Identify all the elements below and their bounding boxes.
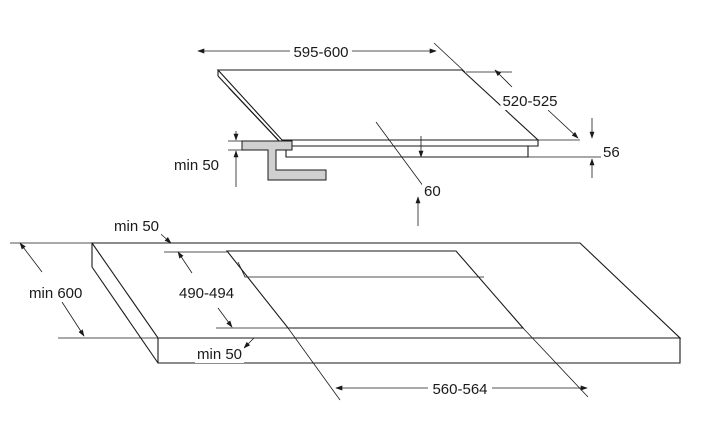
hob-glass-top [216, 69, 540, 141]
dim-hob-width: 595-600 [197, 42, 466, 73]
dim-label-cutout-width: 560-564 [432, 381, 487, 398]
label-background [422, 183, 443, 200]
dim-label-hob-height: 56 [603, 144, 620, 161]
hob-housing-base [285, 145, 529, 158]
dim-label-side-clearance: min 50 [174, 157, 219, 174]
dim-hob-height: 56 [528, 118, 622, 178]
dim-cutout-width: 560-564 [287, 327, 589, 401]
dim-hob-depth: 520-525 [466, 69, 580, 141]
hob-front-edge [281, 139, 539, 147]
dim-cutout-depth: 490-494 [164, 251, 288, 329]
dim-label-clearance-below: 60 [424, 183, 441, 200]
dim-label-worktop-depth: min 600 [29, 285, 82, 302]
label-background [172, 157, 222, 174]
worktop-cutout [225, 250, 525, 329]
dim-front-clearance: min 50 [195, 337, 255, 363]
dim-label-hob-width: 595-600 [293, 44, 348, 61]
label-background [177, 285, 237, 302]
label-background [195, 346, 245, 363]
worktop-drawing [90, 242, 682, 364]
hob-housing-side [228, 87, 283, 145]
dim-label-hob-depth: 520-525 [502, 93, 557, 110]
label-background [430, 381, 490, 398]
dim-worktop-depth: min 600 [10, 242, 158, 339]
label-background [500, 93, 560, 110]
worktop-front-face [157, 337, 681, 364]
label-background [112, 218, 162, 235]
label-background [601, 144, 622, 161]
label-background [291, 44, 351, 61]
dim-label-rear-clearance: min 50 [114, 218, 159, 235]
dim-label-cutout-depth: 490-494 [179, 285, 234, 302]
dim-side-clearance: min 50 [172, 131, 245, 187]
dim-label-front-clearance: min 50 [197, 346, 242, 363]
dim-rear-clearance: min 50 [112, 218, 172, 244]
label-background [27, 285, 85, 302]
worktop-section-profile [241, 140, 327, 181]
dim-clearance-below: 60 [375, 121, 443, 226]
